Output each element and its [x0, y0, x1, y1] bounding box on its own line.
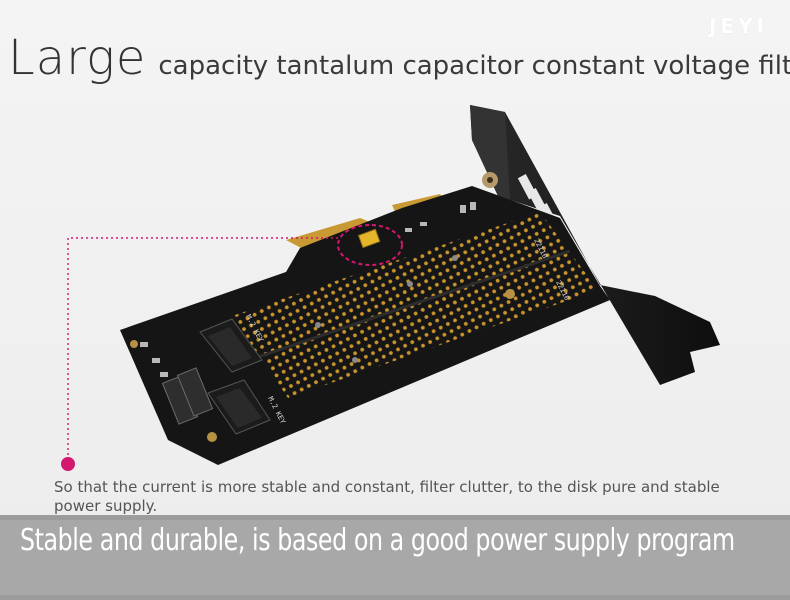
tantalum-capacitor [357, 228, 381, 249]
brand-logo: JEYI [708, 14, 768, 38]
headline: Large capacity tantalum capacitor constan… [8, 30, 790, 86]
callout-dot [61, 457, 75, 471]
sata-port [161, 367, 214, 425]
banner-band [0, 520, 790, 595]
pcb-board [120, 186, 610, 465]
headline-large-word: Large [8, 30, 147, 86]
headline-rest: capacity tantalum capacitor constant vol… [158, 51, 790, 81]
capacitor-callout [61, 224, 403, 471]
caption-text: So that the current is more stable and c… [54, 478, 720, 515]
m2-connector-1 [199, 318, 263, 373]
banner-text: Stable and durable, is based on a good p… [20, 523, 735, 558]
bottom-banner [0, 515, 790, 600]
m2-connector-2 [207, 379, 271, 435]
